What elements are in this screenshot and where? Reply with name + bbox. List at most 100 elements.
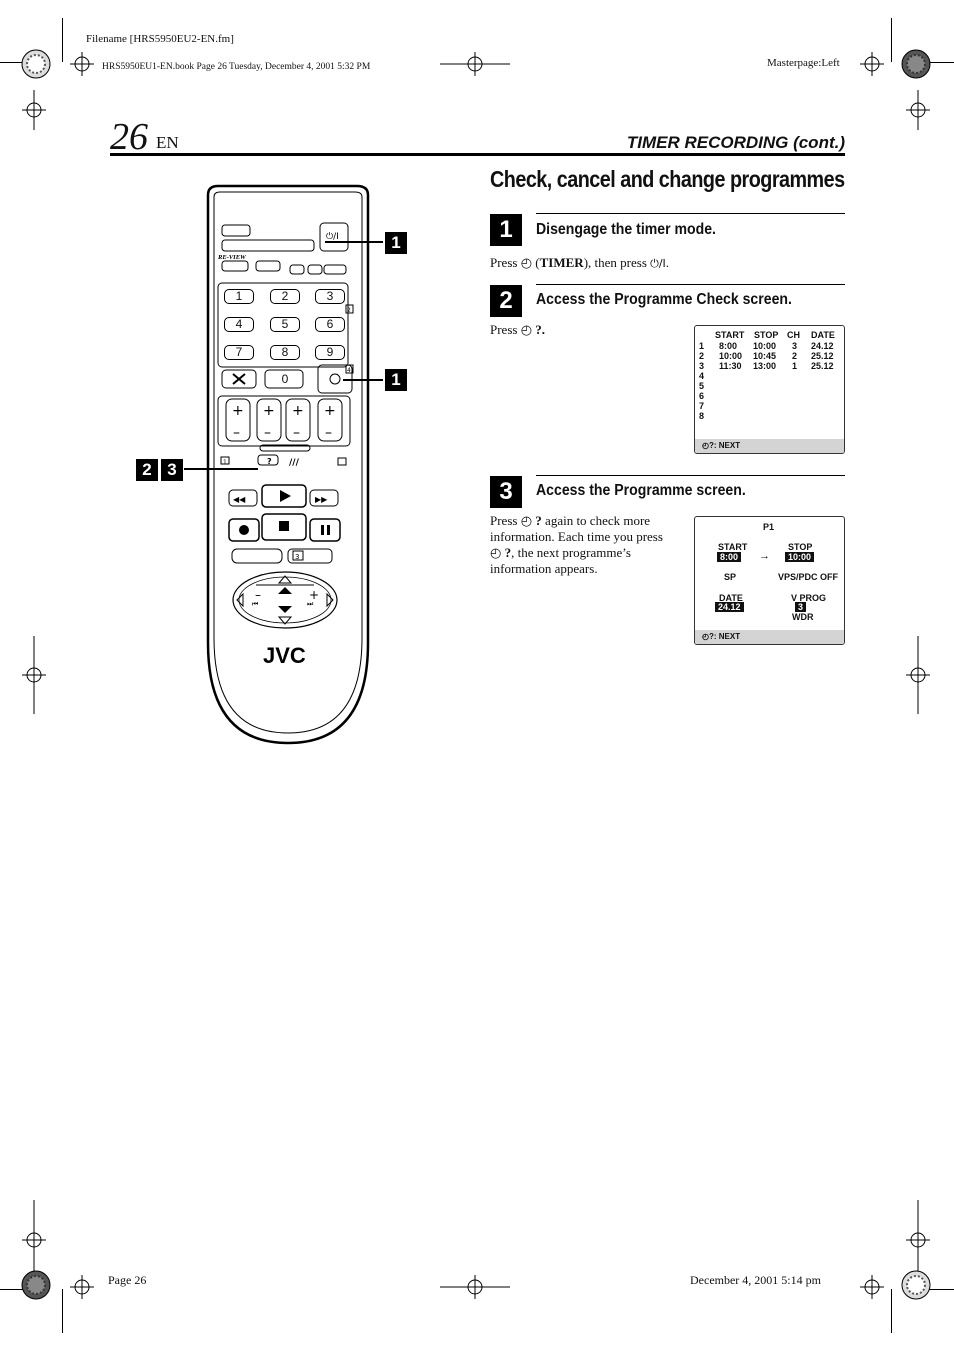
digit-1-button[interactable]: 1 [224, 289, 254, 304]
callout-line [343, 379, 383, 381]
callout-line [325, 241, 383, 243]
svg-text:◀◀: ◀◀ [233, 495, 246, 504]
osd-stop-value: 10:00 [785, 552, 815, 562]
row-start: 10:00 [719, 351, 743, 361]
remote-key-3-label: 3 [295, 553, 299, 561]
osd-footer: ◴?: NEXT [695, 630, 844, 644]
page-number: 26 [110, 116, 148, 158]
osd-col-date: DATE [811, 330, 835, 340]
footer-date-label: December 4, 2001 5:14 pm [690, 1273, 821, 1287]
osd-col-stop: STOP [754, 330, 779, 340]
digit-0-label: 0 [281, 372, 289, 386]
crop-line [62, 18, 63, 62]
power-icon: ⏻/I [650, 257, 666, 270]
row-number: 7 [699, 401, 705, 411]
timer-icon: ◴ [702, 441, 709, 450]
crop-line [910, 1289, 954, 1290]
svg-text:+: + [324, 403, 336, 419]
row-number: 6 [699, 391, 705, 401]
crop-line [62, 1289, 63, 1333]
row-date: 25.12 [811, 361, 834, 371]
svg-text:⏭: ⏭ [307, 600, 314, 608]
row-stop: 13:00 [753, 361, 777, 371]
osd-vprog-label: V PROG [791, 593, 827, 603]
row-start: 8:00 [719, 341, 738, 351]
svg-text:–: – [293, 425, 300, 441]
callout-line [184, 468, 258, 470]
row-number: 8 [699, 411, 705, 421]
osd-speed: SP [724, 572, 737, 582]
svg-text:–: – [264, 425, 271, 441]
arrow-icon: → [759, 550, 770, 562]
remote-control: ⏻/I + + + + – – – – ? /// ◀◀ ▶▶ [200, 183, 375, 748]
step-text: Press ◴ ?. [490, 322, 546, 337]
step-badge: 3 [490, 476, 522, 508]
header-title: TIMER RECORDING (cont.) [626, 133, 845, 152]
digit-5-button[interactable]: 5 [270, 317, 300, 332]
step-title: Access the Programme screen. [536, 482, 746, 499]
brand-logo: JVC [263, 643, 306, 668]
step-text: Press ◴ (TIMER), then press ⏻/I. [490, 255, 670, 270]
osd-col-start: START [715, 330, 745, 340]
footer-page-label: Page 26 [108, 1273, 147, 1287]
svg-text:+: + [292, 403, 304, 419]
osd-col-ch: CH [787, 330, 800, 340]
crop-line [891, 18, 892, 62]
timer-icon: ◴ [520, 513, 533, 528]
row-date: 24.12 [811, 341, 834, 351]
digit-2-button[interactable]: 2 [270, 289, 300, 304]
timer-icon: ◴ [520, 255, 533, 270]
svg-text:1: 1 [223, 459, 227, 466]
digit-4-button[interactable]: 4 [224, 317, 254, 332]
digit-3-button[interactable]: 3 [315, 289, 345, 304]
crosshair-target [70, 52, 94, 76]
svg-text:///: /// [289, 458, 300, 468]
row-stop: 10:00 [753, 341, 777, 351]
row-number: 4 [699, 371, 705, 381]
crop-line [0, 1289, 44, 1290]
step-rule [536, 213, 845, 214]
svg-text:⏮: ⏮ [252, 600, 258, 608]
row-ch: 3 [792, 341, 798, 351]
callout-step-3: 3 [161, 459, 183, 481]
callout-step-2: 2 [136, 459, 158, 481]
osd-programme-title: P1 [763, 522, 775, 532]
header-rule [110, 153, 845, 156]
step-title: Access the Programme Check screen. [536, 291, 792, 308]
row-ch: 2 [792, 351, 798, 361]
svg-text:+: + [232, 403, 244, 419]
svg-text:+: + [309, 588, 319, 602]
osd-start-label: START [718, 542, 748, 552]
remote-timer-q-label: ? [267, 457, 272, 466]
svg-text:▶▶: ▶▶ [315, 495, 328, 504]
svg-text:+: + [263, 403, 275, 419]
digit-7-button[interactable]: 7 [224, 345, 254, 360]
book-info-label: HRS5950EU1-EN.book Page 26 Tuesday, Dece… [102, 62, 371, 72]
svg-text:2: 2 [347, 307, 351, 314]
masterpage-label: Masterpage:Left [767, 57, 840, 69]
svg-text:⏻/I: ⏻/I [326, 231, 339, 242]
osd-mode: WDR [792, 612, 814, 622]
section-title: Check, cancel and change programmes [490, 166, 845, 192]
svg-text:–: – [255, 588, 261, 602]
page-language: EN [156, 133, 179, 152]
row-number: 5 [699, 381, 705, 391]
row-number: 2 [699, 351, 705, 361]
timer-icon: ◴ [490, 545, 502, 560]
starburst-mark [21, 49, 51, 79]
step-title: Disengage the timer mode. [536, 221, 716, 238]
callout-step-1: 1 [385, 232, 407, 254]
remote-body: ⏻/I + + + + – – – – ? /// ◀◀ ▶▶ [206, 184, 370, 745]
step-badge: 2 [490, 285, 522, 317]
digit-6-button[interactable]: 6 [315, 317, 345, 332]
timer-icon: ◴ [520, 322, 533, 337]
row-start: 11:30 [719, 361, 742, 371]
svg-text:–: – [325, 425, 332, 441]
step-rule [536, 475, 845, 476]
digit-8-button[interactable]: 8 [270, 345, 300, 360]
timer-icon: ◴ [702, 632, 709, 641]
osd-footer: ◴?: NEXT [695, 439, 844, 453]
digit-9-button[interactable]: 9 [315, 345, 345, 360]
